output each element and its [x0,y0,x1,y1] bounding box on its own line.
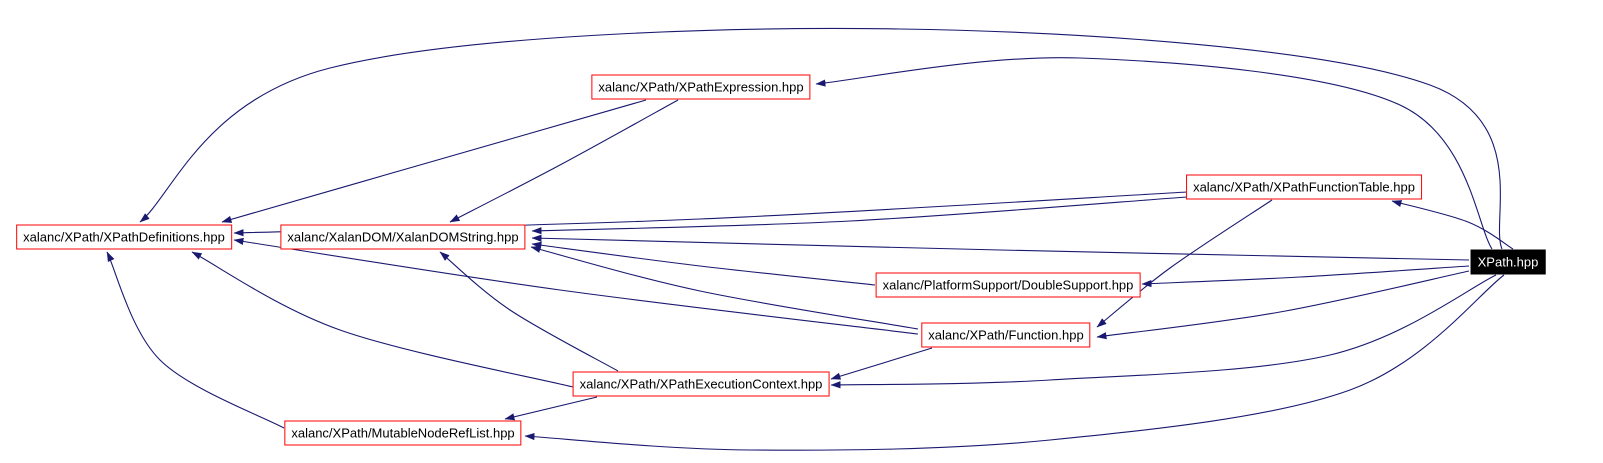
edge-xpath-function-table-xalan-dom-string [531,196,1188,235]
edge-double-support-xalan-dom-string [531,241,876,286]
edge-xpath-hpp-mutable-node-ref-list [524,274,1505,451]
edge-function-xpath-execution-context [830,347,933,380]
node-xpath-function-table[interactable]: xalanc/XPath/XPathFunctionTable.hpp [1186,174,1422,200]
edge-function-xalan-dom-string [530,245,919,330]
node-xalan-dom-string[interactable]: xalanc/XalanDOM/XalanDOMString.hpp [280,224,526,250]
node-mutable-node-ref-list[interactable]: xalanc/XPath/MutableNodeRefList.hpp [284,420,522,446]
edge-xpath-hpp-xpath-definitions [139,27,1503,250]
edge-xpath-expression-xpath-definitions [221,99,647,223]
node-function[interactable]: xalanc/XPath/Function.hpp [921,322,1091,348]
edge-xpath-function-table-function [1096,199,1273,328]
edge-function-xpath-definitions [233,237,919,335]
edge-xpath-hpp-xpath-expression [815,57,1493,250]
node-double-support[interactable]: xalanc/PlatformSupport/DoubleSupport.hpp [875,272,1141,298]
edge-xpath-execution-context-xpath-definitions [191,251,574,388]
edge-xpath-hpp-xpath-execution-context [830,274,1497,389]
edge-xpath-expression-xalan-dom-string [449,99,679,223]
edge-xpath-execution-context-xalan-dom-string [439,251,619,372]
edge-xpath-execution-context-mutable-node-ref-list [504,396,598,421]
edge-xpath-hpp-function [1096,270,1470,340]
node-xpath-hpp: XPath.hpp [1470,249,1546,275]
edge-xpath-hpp-xalan-dom-string [531,234,1470,261]
node-xpath-definitions[interactable]: xalanc/XPath/XPathDefinitions.hpp [16,224,232,250]
edge-xpath-hpp-xpath-function-table [1391,200,1514,250]
edge-xpath-hpp-double-support [1141,265,1470,288]
node-xpath-execution-context[interactable]: xalanc/XPath/XPathExecutionContext.hpp [572,371,830,397]
node-xpath-expression[interactable]: xalanc/XPath/XPathExpression.hpp [591,74,811,100]
edge-mutable-node-ref-list-xpath-definitions [106,251,285,429]
